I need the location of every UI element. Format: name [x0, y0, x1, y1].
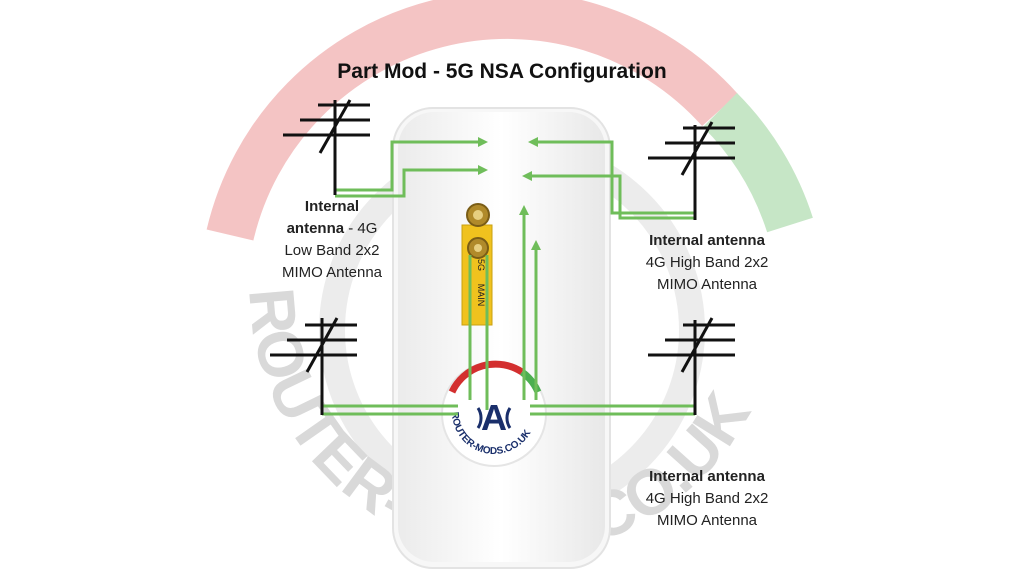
connector-bottom	[467, 237, 489, 259]
arrowheads	[478, 137, 541, 250]
connector-label-main: MAIN	[476, 284, 486, 307]
antenna-top-left	[283, 99, 370, 195]
antenna-bottom-right	[648, 317, 735, 415]
cable-left-top-b	[335, 168, 478, 198]
antenna-bottom-left	[270, 317, 357, 415]
arrow-left-top-a	[478, 137, 488, 147]
label-left-line1: Internal	[304, 198, 360, 215]
cable-left-top-a	[335, 140, 478, 192]
arrow-right-top-a	[528, 137, 538, 147]
label-left-line4: MIMO Antenna	[281, 264, 383, 281]
router-logo: A ROUTER-MODS.CO.UK	[441, 360, 547, 467]
router-device: 5G MAIN A ROUTER-MODS.CO.UK	[392, 107, 611, 569]
connector-label-5g: 5G	[476, 259, 486, 271]
arrow-right-top-b	[522, 171, 532, 181]
label-left-line2: antenna - 4G	[262, 218, 402, 240]
label-right-top-line3: MIMO Antenna	[656, 276, 758, 293]
label-right-top-antenna: Internal antenna 4G High Band 2x2 MIMO A…	[622, 230, 792, 296]
label-left-line3: Low Band 2x2	[284, 242, 380, 259]
arrow-riser-b	[531, 240, 541, 250]
diagram-title: Part Mod - 5G NSA Configuration	[337, 60, 667, 83]
label-right-top-line2: 4G High Band 2x2	[645, 254, 769, 271]
label-left-antenna: Internal antenna - 4G Low Band 2x2 MIMO …	[262, 196, 402, 284]
connector-top	[466, 203, 490, 227]
label-right-top-line1: Internal antenna	[649, 232, 765, 249]
arrow-left-top-b	[478, 165, 488, 175]
label-right-bottom-antenna: Internal antenna 4G High Band 2x2 MIMO A…	[622, 466, 792, 532]
watermark-green-arc	[702, 93, 813, 233]
label-right-bottom-line3: MIMO Antenna	[656, 512, 758, 529]
cables	[322, 140, 695, 416]
tower-icon: A	[481, 397, 507, 438]
label-right-bottom-line2: 4G High Band 2x2	[645, 490, 769, 507]
antenna-top-right	[648, 121, 735, 220]
arrow-riser-a	[519, 205, 529, 215]
watermark-red-arc	[206, 0, 738, 241]
label-left-line2-rest: - 4G	[344, 220, 378, 237]
label-right-bottom-line1: Internal antenna	[649, 468, 765, 485]
label-left-line2-bold: antenna	[286, 220, 345, 237]
router-shade	[398, 112, 605, 562]
cable-right-top-b	[532, 174, 695, 220]
